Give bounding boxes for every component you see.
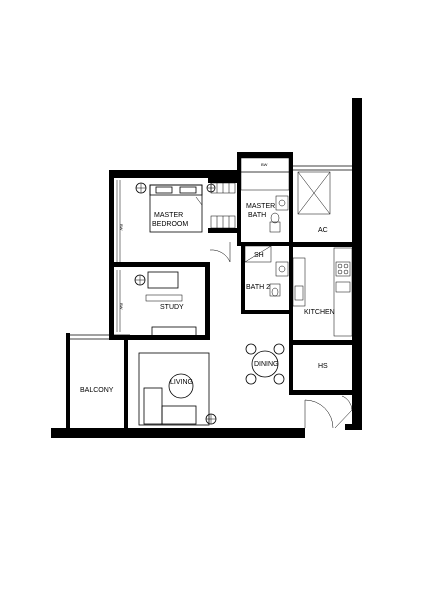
bw-tag: BW [261,162,268,167]
room-label-master-bath-2: BATH [248,212,266,219]
room-label-bath2: BATH 2 [246,284,270,291]
ac-area [297,171,331,215]
room-label-ac: AC [318,227,328,234]
room-label-master-bedroom-2: BEDROOM [152,221,188,228]
desk [134,271,183,302]
stove-icon [292,247,353,337]
bw-tag: BW [119,224,124,231]
sink-icon [269,261,289,297]
windows: BW BW BW [116,157,290,332]
room-label-sh: SH [254,252,264,259]
walls [51,98,362,438]
room-label-hs: HS [318,363,328,370]
room-label-study: STUDY [160,304,184,311]
toilet-icon [269,195,289,233]
room-label-balcony: BALCONY [80,387,114,394]
room-label-master-bath-1: MASTER [246,203,275,210]
plant-icon [205,413,217,425]
door-swing-icon [209,242,353,429]
bw-tag: BW [119,303,124,310]
sofa-icon [138,326,210,426]
room-label-living: LIVING [170,379,193,386]
room-label-kitchen: KITCHEN [304,309,335,316]
dining-table-icon [245,343,285,385]
room-label-master-bedroom-1: MASTER [154,212,183,219]
wardrobe [210,182,236,229]
room-label-dining: DINING [254,361,279,368]
